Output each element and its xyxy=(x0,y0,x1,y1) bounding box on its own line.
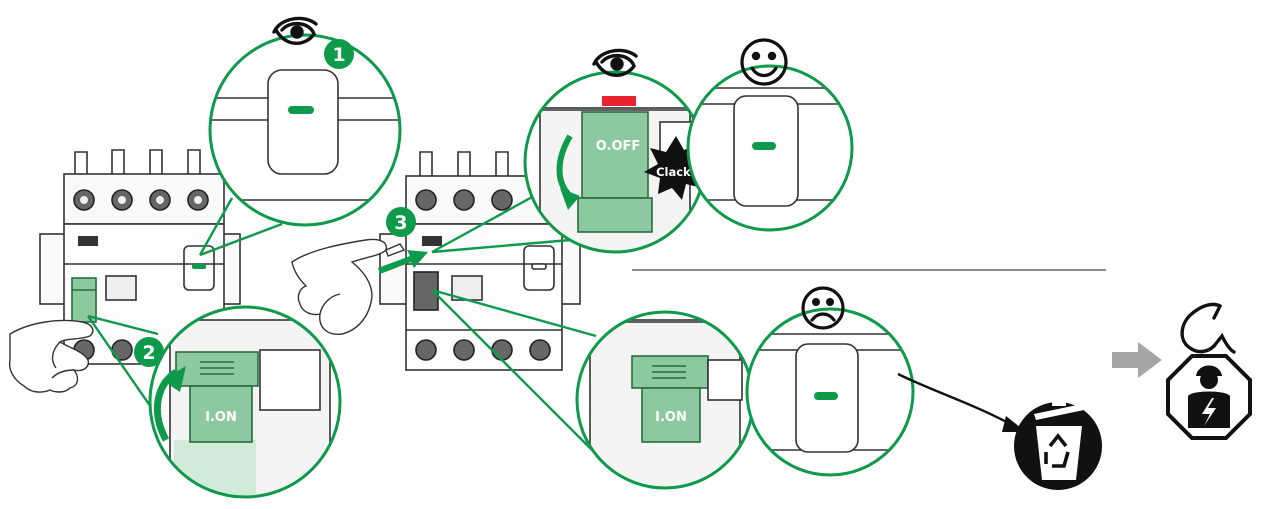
label-off: O.OFF xyxy=(596,139,641,154)
step-2-number: 2 xyxy=(142,342,155,364)
recycle-bin-icon xyxy=(1014,400,1102,490)
callout-switch-on-right: I.ON xyxy=(575,310,755,490)
eye-icon xyxy=(592,48,638,77)
hand-middle xyxy=(291,238,406,335)
label-on-right: I.ON xyxy=(655,410,687,425)
eye-icon xyxy=(272,16,318,45)
callout-connectors xyxy=(87,194,609,467)
right-arrow-icon xyxy=(1112,342,1162,378)
hand-left xyxy=(8,319,94,393)
callout-indicator-ok xyxy=(686,64,854,232)
callout-switch-on-left: I.ON xyxy=(148,305,342,499)
electrician-icon xyxy=(1166,354,1252,440)
smiley-happy-icon xyxy=(740,38,788,86)
callout-indicator-check xyxy=(208,33,402,227)
step-2-badge xyxy=(134,337,164,367)
step-1-badge xyxy=(324,39,354,69)
discard-arrow xyxy=(897,372,1015,428)
phone-icon xyxy=(1180,302,1236,354)
step-3-badge xyxy=(386,207,416,237)
label-on-left: I.ON xyxy=(205,410,237,425)
smiley-sad-icon xyxy=(801,286,845,330)
step-1-number: 1 xyxy=(332,44,345,66)
callout-indicator-fail xyxy=(745,307,915,477)
label-clack: Clack! xyxy=(656,165,696,179)
step-3-number: 3 xyxy=(394,212,407,234)
push-arrow xyxy=(378,250,428,274)
